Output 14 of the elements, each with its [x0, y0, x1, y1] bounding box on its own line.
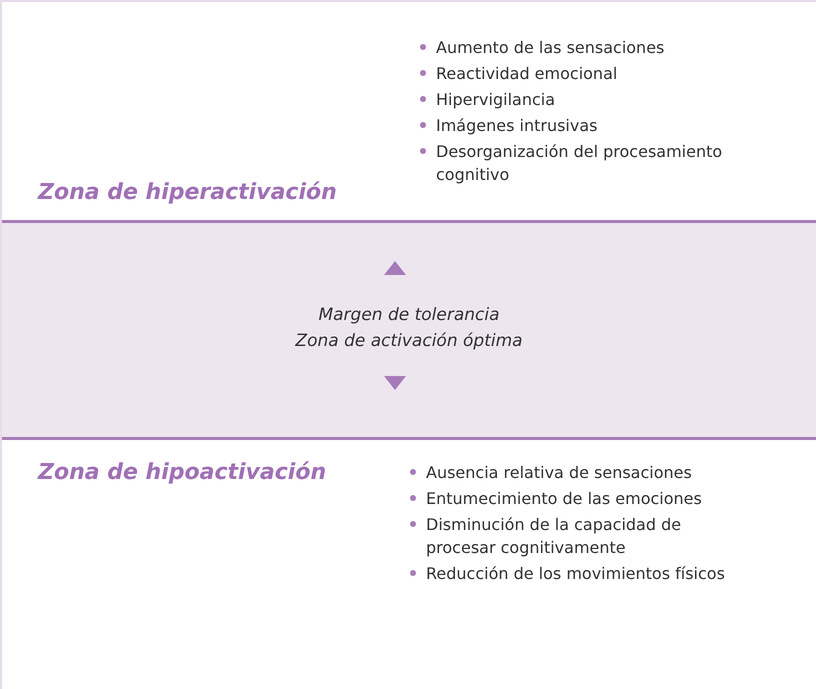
symptom-text: Reactividad emocional: [436, 63, 618, 85]
window-label: Margen de tolerancia: [318, 304, 500, 327]
zone-heading: Zona de hipoactivación: [38, 460, 326, 485]
window-label: Zona de activación óptima: [295, 330, 523, 353]
symptom-text: Imágenes intrusivas: [436, 115, 598, 137]
symptom-text: Desorganización del procesamiento cognitivo: [436, 141, 724, 186]
symptom-text: Aumento de las sensaciones: [436, 37, 664, 59]
tolerance-window-band: [2, 222, 816, 439]
symptom-text: Disminución de la capacidad de procesar cognitivamente: [426, 514, 682, 559]
symptom-text: Ausencia relativa de sensaciones: [426, 462, 692, 484]
symptom-text: Reducción de los movimientos físicos: [426, 563, 725, 585]
zone-heading: Zona de hiperactivación: [38, 180, 337, 205]
symptom-text: Entumecimiento de las emociones: [426, 488, 702, 510]
symptom-text: Hipervigilancia: [436, 89, 556, 111]
